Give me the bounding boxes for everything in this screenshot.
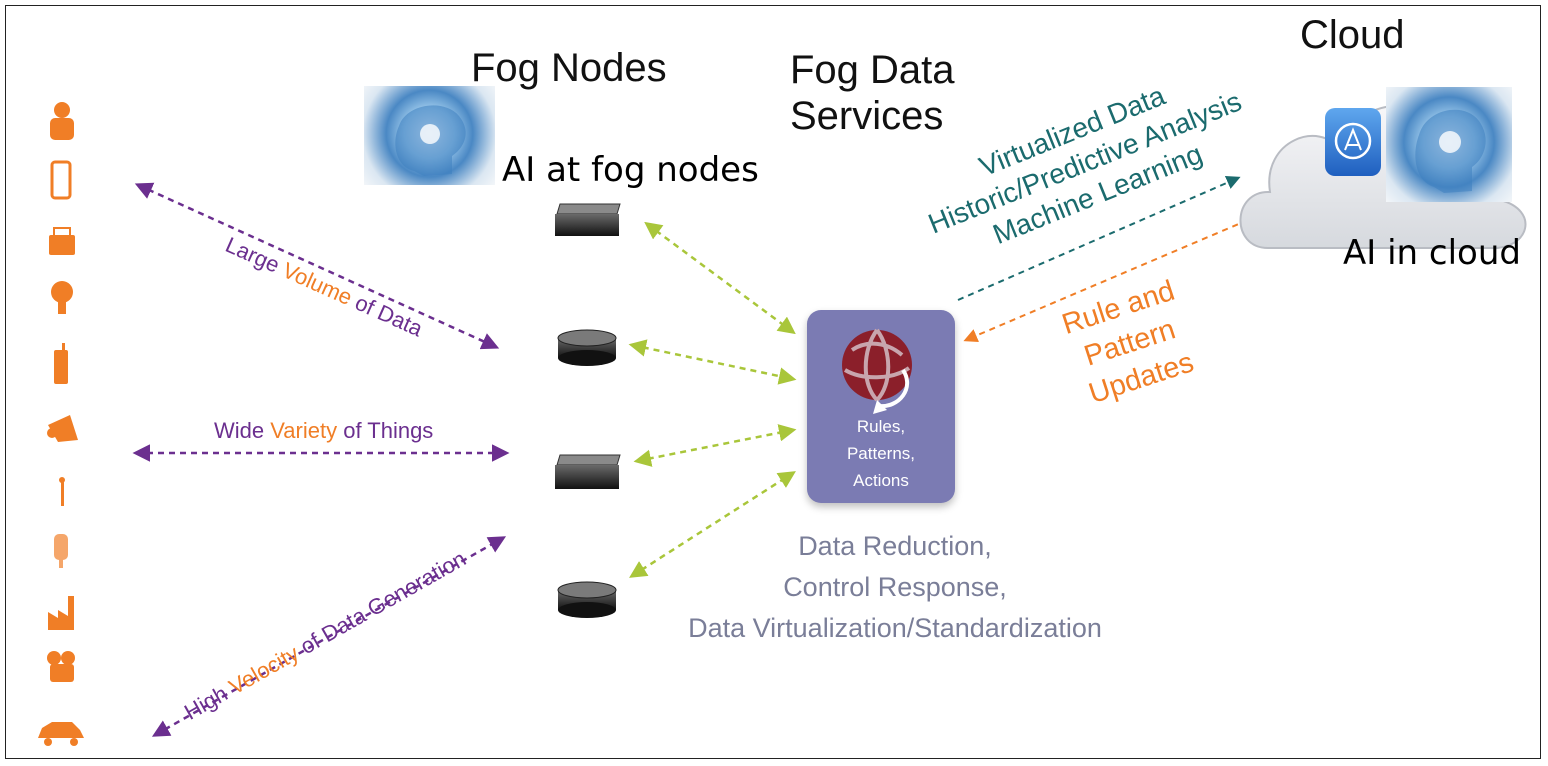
label-highlight: Variety <box>270 418 338 443</box>
hub-line: Patterns, <box>846 444 916 463</box>
service-line: Control Response, <box>783 572 1007 602</box>
rule-update-arrow <box>963 219 1249 343</box>
ai-brain-image-fog <box>364 86 495 185</box>
diagram-frame <box>5 5 1541 759</box>
ai-brain-image-cloud <box>1386 87 1512 202</box>
antenna-icon <box>59 477 65 506</box>
person-icon <box>50 102 74 140</box>
car-icon <box>38 722 84 746</box>
label-part: Wide <box>214 418 271 443</box>
sensor-icon <box>54 534 68 568</box>
cloud-heading: Cloud <box>1300 13 1405 57</box>
fog-link-1 <box>644 221 796 335</box>
ai-cloud-label: AI in cloud <box>1343 233 1521 273</box>
heading-line: Fog Data <box>790 48 955 92</box>
hub-label: Rules, Patterns, Actions <box>807 413 955 494</box>
label-part: of Things <box>337 418 434 443</box>
service-line: Data Reduction, <box>798 531 992 561</box>
hub-line: Actions <box>853 471 909 490</box>
app-store-icon <box>1325 108 1381 176</box>
router-icon <box>557 581 617 618</box>
globe-icon <box>842 328 912 414</box>
heading-line: Services <box>790 94 944 138</box>
router-icon <box>557 329 617 366</box>
fog-link-3 <box>633 424 797 467</box>
cloud-uplink-arrow <box>957 176 1241 301</box>
switch-icon <box>555 203 621 236</box>
fog-link-2 <box>628 339 797 385</box>
switch-icon <box>555 454 621 489</box>
fog-link-4 <box>629 471 796 578</box>
ai-fog-label: AI at fog nodes <box>502 150 759 190</box>
printer-icon <box>49 227 75 255</box>
camera-icon <box>47 415 78 442</box>
services-label: Data Reduction, Control Response, Data V… <box>672 526 1118 649</box>
fog-nodes-heading: Fog Nodes <box>471 46 667 90</box>
variety-label: Wide Variety of Things <box>214 418 433 444</box>
video-camera-icon <box>47 651 75 682</box>
handheld-icon <box>54 343 68 384</box>
hub-line: Rules, <box>856 417 906 436</box>
phone-icon <box>50 160 72 200</box>
velocity-arrow <box>151 536 507 737</box>
fog-data-services-heading: Fog Data Services <box>790 47 955 139</box>
fog-services-hub: Rules, Patterns, Actions <box>807 310 955 503</box>
lightbulb-icon <box>51 281 73 314</box>
factory-icon <box>48 596 74 630</box>
service-line: Data Virtualization/Standardization <box>688 613 1102 643</box>
